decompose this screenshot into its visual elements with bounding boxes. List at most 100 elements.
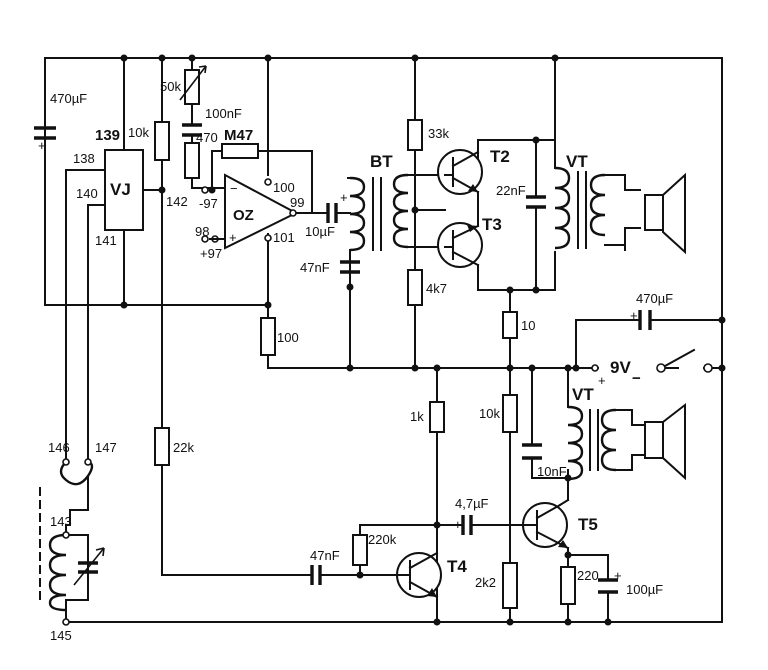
component-labels: 470µF + 50k 100nF 470 M47 10k 10µF + 47n… bbox=[38, 79, 673, 597]
r100-label: 100 bbox=[277, 330, 299, 345]
pin-147-label: 147 bbox=[95, 440, 117, 455]
pin-142-label: 142 bbox=[166, 194, 188, 209]
r220k-label: 220k bbox=[368, 532, 397, 547]
svg-text:+: + bbox=[454, 517, 462, 532]
c100uF-label: 100µF bbox=[626, 582, 663, 597]
supply-plus-label: + bbox=[598, 373, 606, 388]
svg-text:+: + bbox=[614, 568, 622, 583]
r10k-mid-label: 10k bbox=[479, 406, 500, 421]
r33k-label: 33k bbox=[428, 126, 449, 141]
resistor-10k-mid bbox=[502, 394, 518, 433]
capacitor-22nF bbox=[526, 195, 546, 209]
svg-text:−: − bbox=[230, 181, 238, 196]
resistor-4k7 bbox=[407, 269, 423, 306]
t3-label: T3 bbox=[482, 215, 502, 234]
junction-dots bbox=[120, 54, 726, 626]
pin-143-label: 143 bbox=[50, 514, 72, 529]
supply-voltage-label: 9V bbox=[610, 358, 631, 377]
resistor-M47 bbox=[221, 143, 259, 159]
transformer-vt-bottom bbox=[567, 405, 646, 481]
pin-98-label: 98 bbox=[195, 224, 209, 239]
capacitor-4-7uF bbox=[461, 515, 473, 535]
resistor-220 bbox=[560, 566, 576, 605]
vt-top-label: VT bbox=[566, 152, 588, 171]
transformer-vt-top bbox=[554, 166, 641, 251]
device-labels: T2 T3 T4 T5 BT VT VT 9V + − bbox=[370, 147, 641, 576]
c470uF-left-label: 470µF bbox=[50, 91, 87, 106]
t2-label: T2 bbox=[490, 147, 510, 166]
pin-plus97-label: +97 bbox=[200, 246, 222, 261]
capacitors bbox=[34, 123, 652, 594]
vj-block: VJ bbox=[104, 149, 144, 231]
c4-7uF-label: 4,7µF bbox=[455, 496, 489, 511]
bt-label: BT bbox=[370, 152, 393, 171]
pin-labels: 139 138 140 141 142 -97 98 +97 99 100 10… bbox=[48, 127, 304, 643]
oz-label: OZ bbox=[233, 207, 254, 224]
svg-text:+: + bbox=[630, 308, 638, 323]
potentiometer-50k bbox=[179, 65, 207, 105]
c100nF-label: 100nF bbox=[205, 106, 242, 121]
pin-145-label: 145 bbox=[50, 628, 72, 643]
pin-100-label: 100 bbox=[273, 180, 295, 195]
vj-label: VJ bbox=[110, 180, 131, 199]
r2k2-label: 2k2 bbox=[475, 575, 496, 590]
c22nF-label: 22nF bbox=[496, 183, 526, 198]
resistor-10k-top bbox=[154, 121, 170, 161]
pin-minus97-label: -97 bbox=[199, 196, 218, 211]
supply-minus-label: − bbox=[632, 370, 641, 387]
speaker-bottom bbox=[644, 402, 686, 481]
variable-capacitor bbox=[73, 547, 105, 586]
r220-label: 220 bbox=[577, 568, 599, 583]
capacitor-470uF-left bbox=[34, 126, 56, 140]
svg-text:+: + bbox=[340, 190, 348, 205]
c10nF-label: 10nF bbox=[537, 464, 567, 479]
power-switch bbox=[656, 348, 713, 373]
c47nF-top-label: 47nF bbox=[300, 260, 330, 275]
capacitor-47nF-top bbox=[340, 249, 360, 288]
c470uF-right-label: 470µF bbox=[636, 291, 673, 306]
transistor-t5 bbox=[512, 498, 570, 550]
capacitor-10nF bbox=[522, 443, 542, 460]
transistor-t3 bbox=[414, 199, 483, 291]
resistors bbox=[154, 119, 576, 609]
pin-141-label: 141 bbox=[95, 233, 117, 248]
opamp-oz: OZ − + bbox=[224, 173, 299, 250]
terminal-pins bbox=[62, 178, 599, 626]
resistor-470 bbox=[184, 142, 200, 179]
pin-146-label: 146 bbox=[48, 440, 70, 455]
c10uF-label: 10µF bbox=[305, 224, 335, 239]
pot-50k-label: 50k bbox=[160, 79, 181, 94]
capacitor-100uF bbox=[598, 578, 618, 594]
r4k7-label: 4k7 bbox=[426, 281, 447, 296]
pin-101-label: 101 bbox=[273, 230, 295, 245]
transistor-t4 bbox=[394, 524, 442, 599]
pin-140-label: 140 bbox=[76, 186, 98, 201]
loop-coil-146-147 bbox=[59, 460, 94, 536]
r1k-label: 1k bbox=[410, 409, 424, 424]
svg-text:+: + bbox=[38, 138, 46, 153]
resistor-22k bbox=[154, 427, 170, 466]
pin-99-label: 99 bbox=[290, 195, 304, 210]
transistor-t2 bbox=[437, 139, 483, 201]
resistor-1k bbox=[429, 401, 445, 433]
resistor-220k bbox=[352, 534, 368, 566]
rM47-label: M47 bbox=[224, 127, 253, 144]
capacitor-10uF bbox=[326, 203, 338, 223]
pin-138-label: 138 bbox=[73, 151, 95, 166]
r22k-label: 22k bbox=[173, 440, 194, 455]
tuning-coil bbox=[39, 487, 67, 612]
t5-label: T5 bbox=[578, 515, 598, 534]
c47nF-bottom-label: 47nF bbox=[310, 548, 340, 563]
capacitor-470uF-right bbox=[638, 310, 652, 330]
r10k-top-label: 10k bbox=[128, 125, 149, 140]
r10-label: 10 bbox=[521, 318, 535, 333]
r470-label: 470 bbox=[196, 130, 218, 145]
resistor-10 bbox=[502, 311, 518, 339]
resistor-33k bbox=[407, 119, 423, 151]
capacitor-100nF bbox=[182, 123, 202, 137]
svg-text:+: + bbox=[229, 230, 237, 245]
vt-bottom-label: VT bbox=[572, 385, 594, 404]
t4-label: T4 bbox=[447, 557, 467, 576]
resistor-2k2 bbox=[502, 562, 518, 609]
